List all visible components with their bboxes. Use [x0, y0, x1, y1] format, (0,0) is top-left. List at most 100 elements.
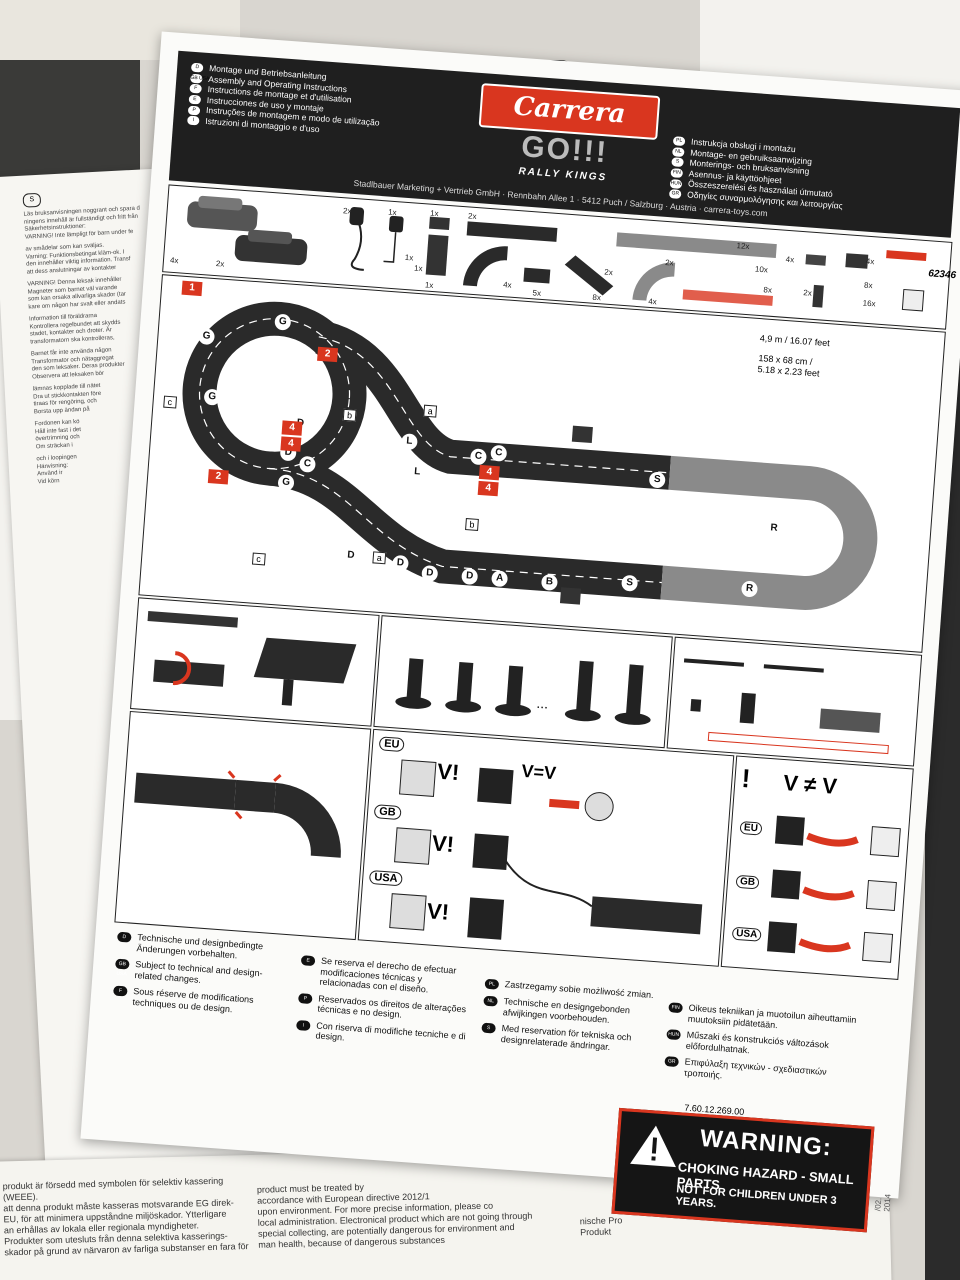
bottom-sheet-left-text: produkt är försedd med symbolen för sele… [2, 1175, 249, 1258]
language-code-badge: D [190, 62, 204, 73]
svg-text:...: ... [536, 695, 549, 712]
footer-language-badge: HUN [666, 1029, 681, 1041]
support-icon [845, 253, 869, 269]
plug-arrow [548, 798, 580, 810]
part-count: 8x [763, 285, 773, 295]
footer-language-badge: F [113, 985, 128, 997]
part-count: 16x [862, 298, 876, 309]
footer-note-text: Επιφύλαξη τεχνικών - σχεδιαστικών τροποι… [683, 1056, 828, 1080]
language-code-badge: I [186, 115, 200, 126]
part-count: 12x [736, 241, 750, 252]
assembly-step-label: 4 [478, 464, 500, 481]
part-count: 4x [865, 256, 875, 267]
track-layout-panel: GGGGDDDDCCLLDDCSSRRAB1224444aabbcc 4,9 m… [138, 274, 946, 653]
footer-language-badge: E [300, 955, 316, 967]
part-count: 1x [404, 252, 414, 263]
connection-letter-label: b [342, 408, 357, 422]
controller-connector-icon [559, 587, 582, 605]
footer-language-badge: GR [664, 1056, 680, 1068]
clip-icon [805, 254, 827, 266]
language-code-badge: GB USA [190, 73, 210, 84]
assembly-step-label: 2 [207, 469, 229, 485]
assembly-step-label: 1 [181, 280, 203, 297]
part-count: 2x [664, 257, 674, 268]
part-count: 4x [785, 254, 795, 265]
part-count: 1x [387, 207, 397, 218]
lang-badge: S [22, 192, 42, 208]
warning-title: WARNING: [699, 1124, 833, 1162]
language-code-badge: S [671, 157, 684, 168]
part-count: 4x [169, 255, 179, 266]
connection-letter-label: c [251, 552, 266, 566]
article-number: 62346 [927, 268, 957, 282]
voltage-warning-panel: ! V ≠ V EU GB USA [720, 755, 914, 980]
box-lid-edge [0, 60, 140, 180]
choking-hazard-warning: WARNING: CHOKING HAZARD - SMALL PARTS NO… [611, 1107, 875, 1233]
part-count: 10x [754, 264, 769, 275]
part-count: 1x [413, 263, 423, 274]
power-supply-panel: EU GB USA V! V! V! V=V [357, 728, 735, 967]
connection-letter-label: b [465, 518, 479, 531]
footer-language-badge: PL [484, 978, 500, 990]
part-count: 2x [215, 259, 225, 269]
track-connection-panel [114, 710, 372, 941]
language-code-badge: E [188, 94, 202, 105]
curb-icon [901, 288, 925, 312]
part-count: 8x [863, 280, 873, 291]
footer-language-badge: S [481, 1022, 496, 1034]
straight-track-grey-icon [616, 232, 777, 259]
track-layout [182, 301, 878, 610]
language-code-badge: FIN [670, 168, 684, 179]
part-count: 4x [502, 280, 512, 290]
language-code-badge: F [189, 84, 202, 94]
connection-letter-label: c [163, 395, 177, 409]
footer-language-badge: FIN [668, 1002, 683, 1014]
footer-language-badge: GB USA [114, 958, 130, 977]
footer-language-badge: NL [483, 995, 498, 1007]
connection-track-a [429, 216, 450, 231]
curb-assembly-panel [666, 636, 923, 767]
rally-car-2 [234, 229, 308, 266]
footer-note-text: Reservados os direitos de alterações téc… [317, 993, 467, 1020]
short-straight-icon [523, 267, 551, 284]
footer-note-text: Med reservation för tekniska och designr… [500, 1023, 632, 1052]
part-count: 1x [429, 208, 439, 219]
footer-note-text: Sous réserve de modifications techniques… [132, 985, 255, 1014]
connection-letter-label: a [372, 551, 387, 565]
part-count: 2x [467, 211, 477, 221]
assembly-step-label: 4 [477, 480, 499, 497]
lap-counter-icon [571, 425, 593, 444]
language-code-badge: HUN [669, 178, 683, 189]
language-code-badge: GR [668, 189, 682, 200]
footer-note-text: Technische und designbedingte Änderungen… [136, 932, 264, 960]
footer-note-row: F Sous réserve de modifications technique… [112, 985, 283, 1018]
part-count: 8x [592, 292, 602, 303]
controller-cable [350, 218, 364, 271]
guardrail-icon [682, 289, 774, 306]
print-date: /02. 2014 [873, 1193, 893, 1213]
part-count: 4x [647, 296, 658, 307]
part-count: 2x [603, 267, 614, 278]
footer-note-text: Con riserva di modifiche tecniche e di d… [315, 1019, 466, 1043]
pylon-icon [812, 284, 824, 308]
guardrail-red-icon [886, 250, 927, 262]
part-count: 5x [532, 288, 542, 298]
connection-track-b [425, 234, 449, 276]
assembly-step-label: 2 [317, 346, 339, 363]
pylon-assembly-panel: ... [373, 615, 673, 749]
footer-note-row: S Med reservation för tekniska och design… [481, 1022, 652, 1055]
assembly-step-label: 4 [281, 420, 303, 436]
footer-language-badge: P [297, 992, 313, 1004]
power-adapter-icon [388, 215, 404, 233]
language-code-badge: PL [672, 136, 686, 147]
footer-note-text: Se reserva el derecho de efectuar modifi… [319, 955, 457, 995]
